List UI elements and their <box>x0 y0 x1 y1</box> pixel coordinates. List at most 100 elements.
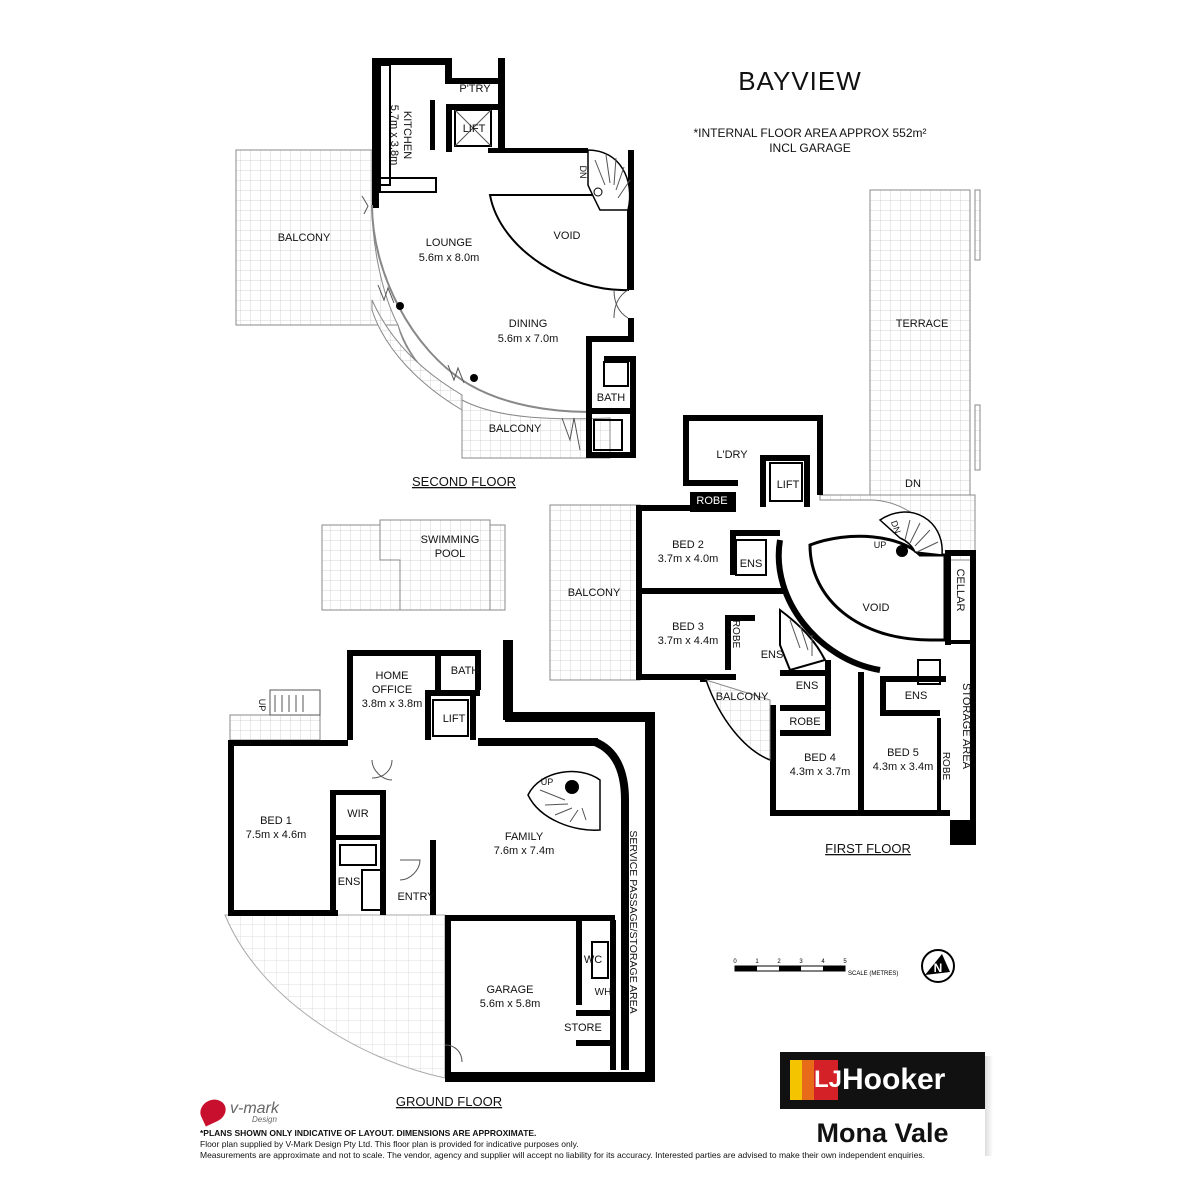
label-bath-second: BATH <box>597 392 626 404</box>
floor-area-line-1: *INTERNAL FLOOR AREA APPROX 552m² <box>693 126 927 140</box>
designer-swoosh-icon <box>196 1095 230 1127</box>
disclaimer: *PLANS SHOWN ONLY INDICATIVE OF LAYOUT. … <box>200 1128 980 1161</box>
label-ens-bed4: ENS <box>796 680 819 692</box>
compass-letter: N <box>934 961 943 975</box>
label-ens-bed3: ENS <box>761 649 784 661</box>
label-garage-dims: 5.6m x 5.8m <box>480 998 541 1010</box>
label-first-floor: FIRST FLOOR <box>825 841 911 856</box>
north-compass-icon <box>921 949 955 983</box>
label-bed2-dims: 3.7m x 4.0m <box>658 553 719 565</box>
scale-tick-1: 1 <box>755 959 759 965</box>
label-dn-stair: DN <box>889 519 903 535</box>
scale-tick-5: 5 <box>843 959 847 965</box>
label-balcony-south: BALCONY <box>489 423 542 435</box>
label-laundry: L'DRY <box>716 449 748 461</box>
label-bed5: BED 5 <box>887 747 919 759</box>
label-bed3: BED 3 <box>672 621 704 633</box>
disclaimer-line-1: *PLANS SHOWN ONLY INDICATIVE OF LAYOUT. … <box>200 1128 537 1138</box>
scale-tick-2: 2 <box>777 959 781 965</box>
label-robe-bed5: ROBE <box>940 752 951 781</box>
property-title: BAYVIEW <box>738 66 862 96</box>
label-store: STORE <box>564 1022 602 1034</box>
agency-logo-mark: LJ <box>790 1060 842 1100</box>
label-void-first: VOID <box>863 602 890 614</box>
label-bed1: BED 1 <box>260 815 292 827</box>
floor-area-note: *INTERNAL FLOOR AREA APPROX 552m² INCL G… <box>640 126 980 156</box>
terrace-area <box>869 189 971 501</box>
label-stair-dn-second: DN <box>578 166 588 179</box>
label-kitchen: KITCHEN <box>401 111 413 159</box>
label-bed1-dims: 7.5m x 4.6m <box>246 829 307 841</box>
agency-logo: LJ Hooker <box>780 1052 985 1109</box>
label-ens-ground: ENS <box>338 876 361 888</box>
scale-tick-4: 4 <box>821 959 825 965</box>
label-bath-ground: BATH <box>451 665 480 677</box>
second-floor-labels: P'TRY LIFT KITCHEN 5.7m x 3.8m BALCONY L… <box>278 83 626 489</box>
label-kitchen-dims: 5.7m x 3.8m <box>388 105 400 166</box>
ground-floor-plan <box>224 519 655 1082</box>
label-family-dims: 7.6m x 7.4m <box>494 845 555 857</box>
scale-bar-labels: 0 1 2 3 4 5 SCALE (METRES) N <box>733 959 942 977</box>
label-lounge-dims: 5.6m x 8.0m <box>419 252 480 264</box>
first-floor-plan <box>549 189 981 845</box>
agency-name: Hooker <box>842 1063 946 1096</box>
label-family: FAMILY <box>505 831 544 843</box>
label-balcony-west: BALCONY <box>278 232 331 244</box>
label-bed4-dims: 4.3m x 3.7m <box>790 766 851 778</box>
designer-sub: Design <box>252 1115 277 1124</box>
agency-branch: Mona Vale <box>816 1118 949 1148</box>
label-bed2: BED 2 <box>672 539 704 551</box>
label-robe-bed4: ROBE <box>789 716 820 728</box>
label-wh: WH <box>595 987 612 998</box>
label-home-office-1: HOME <box>376 670 409 682</box>
label-dn-terrace: DN <box>905 478 921 490</box>
label-dining-dims: 5.6m x 7.0m <box>498 333 559 345</box>
label-garage: GARAGE <box>486 984 533 996</box>
label-ens-bed5: ENS <box>905 690 928 702</box>
label-ens-bed2: ENS <box>740 558 763 570</box>
label-second-floor: SECOND FLOOR <box>412 474 516 489</box>
label-storage-area: STORAGE AREA <box>960 683 972 770</box>
label-pool-1: SWIMMING <box>421 534 480 546</box>
label-balcony-first: BALCONY <box>568 587 621 599</box>
designer-name: v-mark <box>230 1100 279 1117</box>
label-home-office-dims: 3.8m x 3.8m <box>362 698 423 710</box>
label-cellar: CELLAR <box>954 569 966 612</box>
label-dining: DINING <box>509 318 548 330</box>
label-pool-2: POOL <box>435 548 466 560</box>
entry-pavers <box>224 914 446 1079</box>
label-bed3-dims: 3.7m x 4.4m <box>658 635 719 647</box>
floor-area-line-2: INCL GARAGE <box>769 141 851 155</box>
label-wir: WIR <box>347 808 368 820</box>
label-robe-laundry: ROBE <box>696 495 727 507</box>
label-void-second: VOID <box>554 230 581 242</box>
label-terrace: TERRACE <box>896 318 949 330</box>
label-up-stair-ground: UP <box>541 777 554 787</box>
label-wc: WC <box>584 954 602 966</box>
label-lift-first: LIFT <box>777 479 800 491</box>
label-service-passage: SERVICE PASSAGE/STORAGE AREA <box>627 830 639 1013</box>
scale-label: SCALE (METRES) <box>848 971 898 977</box>
label-up-stair: UP <box>874 540 887 550</box>
label-up-steps: UP <box>257 699 267 712</box>
second-floor-plan <box>235 58 636 459</box>
designer-logo: v-mark Design <box>196 1095 310 1127</box>
label-lounge: LOUNGE <box>426 237 472 249</box>
scale-tick-3: 3 <box>799 959 803 965</box>
label-lift-second: LIFT <box>463 123 486 135</box>
agency-logo-letters: LJ <box>814 1060 842 1100</box>
disclaimer-line-3: Measurements are approximate and not to … <box>200 1150 925 1160</box>
label-ground-floor: GROUND FLOOR <box>396 1094 502 1109</box>
label-balcony-small: BALCONY <box>716 691 769 703</box>
disclaimer-line-2: Floor plan supplied by V-Mark Design Pty… <box>200 1139 579 1149</box>
label-home-office-2: OFFICE <box>372 684 412 696</box>
label-pantry: P'TRY <box>459 83 491 95</box>
scale-bar <box>734 965 846 972</box>
first-floor-labels: TERRACE L'DRY ROBE LIFT DN DN UP BED 2 3… <box>568 318 972 856</box>
label-lift-ground: LIFT <box>443 713 466 725</box>
scale-tick-0: 0 <box>733 959 737 965</box>
label-bed4: BED 4 <box>804 752 836 764</box>
label-entry: ENTRY <box>397 891 435 903</box>
ground-floor-labels: SWIMMING POOL UP HOME OFFICE 3.8m x 3.8m… <box>246 534 639 1109</box>
